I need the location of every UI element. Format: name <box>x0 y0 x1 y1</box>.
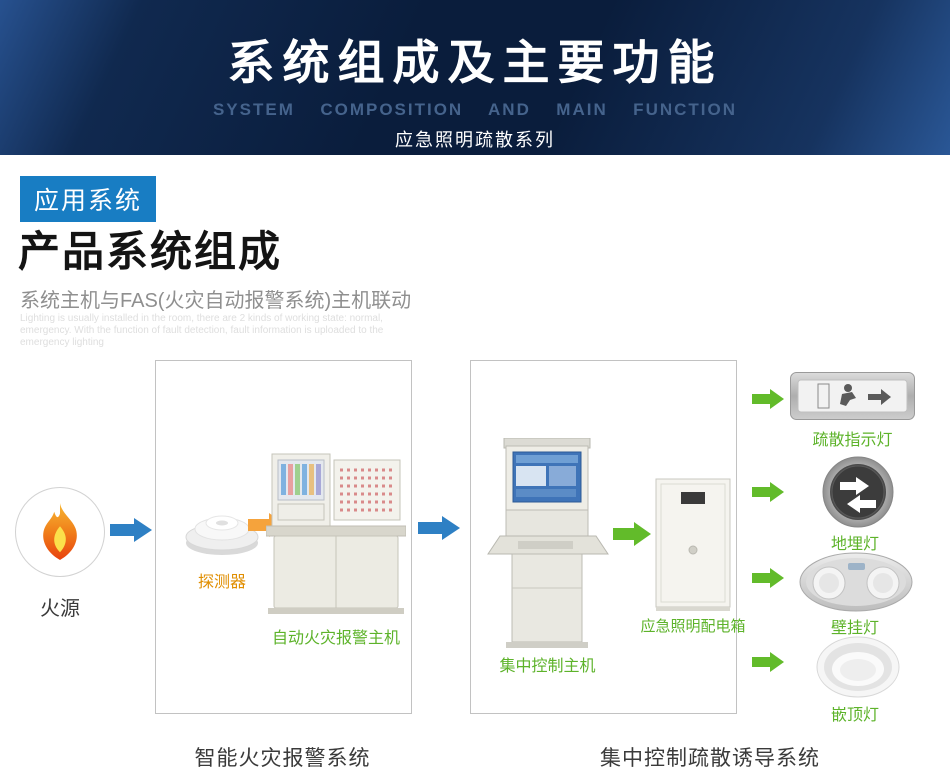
fire-source-label: 火源 <box>40 598 80 620</box>
section-subheading: 系统主机与FAS(火灾自动报警系统)主机联动 <box>20 290 412 312</box>
arrow-right-icon <box>752 389 784 409</box>
caption-fire-alarm-system: 智能火灾报警系统 <box>194 747 371 770</box>
wall-light-image <box>799 552 913 612</box>
device-label-wall-light: 壁挂灯 <box>830 620 879 637</box>
note-line: emergency lighting <box>20 337 104 348</box>
arrow-right-icon <box>752 652 784 672</box>
detector-label: 探测器 <box>197 574 246 591</box>
buried-light-image <box>822 456 894 528</box>
alarm-host-image <box>266 453 406 614</box>
alarm-host-label: 自动火灾报警主机 <box>271 630 400 647</box>
banner: 系统组成及主要功能 SYSTEM COMPOSITION AND MAIN FU… <box>0 0 950 155</box>
smoke-detector-image <box>185 515 259 555</box>
device-label-exit-sign: 疏散指示灯 <box>812 432 893 449</box>
arrow-right-icon <box>752 482 784 502</box>
control-host-label: 集中控制主机 <box>499 658 596 675</box>
page-title: 系统组成及主要功能 <box>227 36 723 89</box>
note-line: Lighting is usually installed in the roo… <box>20 313 383 324</box>
arrow-right-icon <box>418 516 460 540</box>
control-host-image <box>487 438 609 648</box>
arrow-right-icon <box>752 568 784 588</box>
power-box-label: 应急照明配电箱 <box>640 618 746 635</box>
exit-sign-image <box>790 372 915 420</box>
ceiling-light-image <box>816 636 900 698</box>
caption-evacuation-system: 集中控制疏散诱导系统 <box>600 747 820 770</box>
device-label-ceiling-light: 嵌顶灯 <box>830 707 879 724</box>
section-tag: 应用系统 <box>20 176 157 222</box>
power-box-image <box>655 478 731 611</box>
banner-subtitle-en: SYSTEM COMPOSITION AND MAIN FUNCTION <box>212 100 738 119</box>
banner-subtitle-cn: 应急照明疏散系列 <box>395 130 555 150</box>
fire-source-circle <box>15 487 105 577</box>
section-note: Lighting is usually installed in the roo… <box>20 313 383 349</box>
note-line: emergency. With the function of fault de… <box>20 325 384 336</box>
flame-icon <box>43 503 77 560</box>
device-label-buried-light: 地埋灯 <box>830 536 879 553</box>
arrow-right-icon <box>613 522 651 546</box>
arrow-right-icon <box>110 518 152 542</box>
section-heading: 产品系统组成 <box>18 228 283 275</box>
